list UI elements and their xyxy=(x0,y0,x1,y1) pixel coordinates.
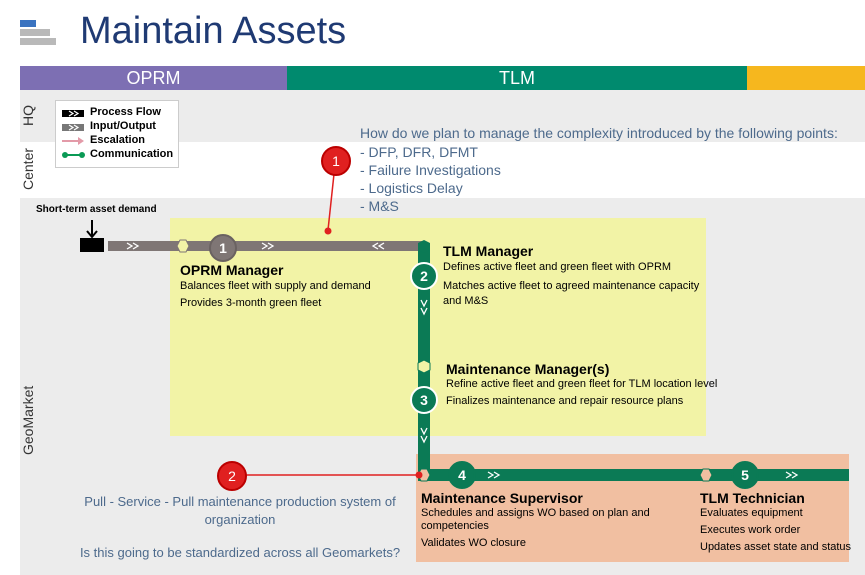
step-line: competencies xyxy=(421,520,489,532)
step-line: Updates asset state and status xyxy=(700,541,852,553)
legend-symbols xyxy=(62,110,85,158)
phase-end xyxy=(747,66,865,90)
phase-oprm: OPRM xyxy=(20,66,287,90)
step-line: Balances fleet with supply and demand xyxy=(180,280,371,292)
question-point: - M&S xyxy=(360,198,399,214)
step-title-oprm-manager: OPRM Manager xyxy=(180,262,284,278)
legend-process-flow: Process Flow xyxy=(90,106,161,118)
standardize-question: Is this going to be standardized across … xyxy=(79,545,401,560)
step-number: 3 xyxy=(410,386,438,414)
step-title-tlm-technician: TLM Technician xyxy=(700,490,805,506)
legend-communication: Communication xyxy=(90,148,174,160)
legend-escalation: Escalation xyxy=(90,134,146,146)
step-number: 5 xyxy=(731,461,759,489)
pull-system-line: organization xyxy=(204,512,276,527)
legend: Process Flow Input/Output Escalation Com… xyxy=(55,100,179,168)
oprm-tlm-zone xyxy=(170,218,706,436)
step-line: Matches active fleet to agreed maintenan… xyxy=(443,280,700,292)
step-line: Provides 3-month green fleet xyxy=(180,297,322,309)
step-number: 1 xyxy=(209,234,237,262)
pull-system-line: Pull - Service - Pull maintenance produc… xyxy=(84,494,396,509)
phase-tlm: TLM xyxy=(287,66,747,90)
step-line: Executes work order xyxy=(700,524,801,536)
page-title: Maintain Assets xyxy=(80,10,347,52)
question-point: - DFP, DFR, DFMT xyxy=(360,144,478,160)
logo-icon xyxy=(20,14,60,48)
step-title-maintenance-supervisor: Maintenance Supervisor xyxy=(421,490,583,506)
step-line: Evaluates equipment xyxy=(700,507,803,519)
escalation-marker-1: 1 xyxy=(321,146,351,176)
step-line: and M&S xyxy=(443,295,489,307)
legend-input-output: Input/Output xyxy=(90,120,156,132)
question-heading: How do we plan to manage the complexity … xyxy=(360,125,838,141)
step-title-tlm-manager: TLM Manager xyxy=(443,243,534,259)
escalation-marker-2: 2 xyxy=(217,461,247,491)
step-number: 4 xyxy=(448,461,476,489)
inbox-icon xyxy=(80,220,104,252)
step-line: Defines active fleet and green fleet wit… xyxy=(443,261,672,273)
step-line: Schedules and assigns WO based on plan a… xyxy=(421,507,650,519)
question-point: - Logistics Delay xyxy=(360,180,463,196)
step-line: Refine active fleet and green fleet for … xyxy=(446,378,718,390)
step-line: Validates WO closure xyxy=(421,537,526,549)
step-line: Finalizes maintenance and repair resourc… xyxy=(446,395,684,407)
step-title-maintenance-managers: Maintenance Manager(s) xyxy=(446,361,610,377)
pull-system-text: Pull - Service - Pull maintenance produc… xyxy=(60,493,420,529)
step-number: 2 xyxy=(410,262,438,290)
short-term-demand-label: Short-term asset demand xyxy=(36,204,157,215)
question-point: - Failure Investigations xyxy=(360,162,501,178)
